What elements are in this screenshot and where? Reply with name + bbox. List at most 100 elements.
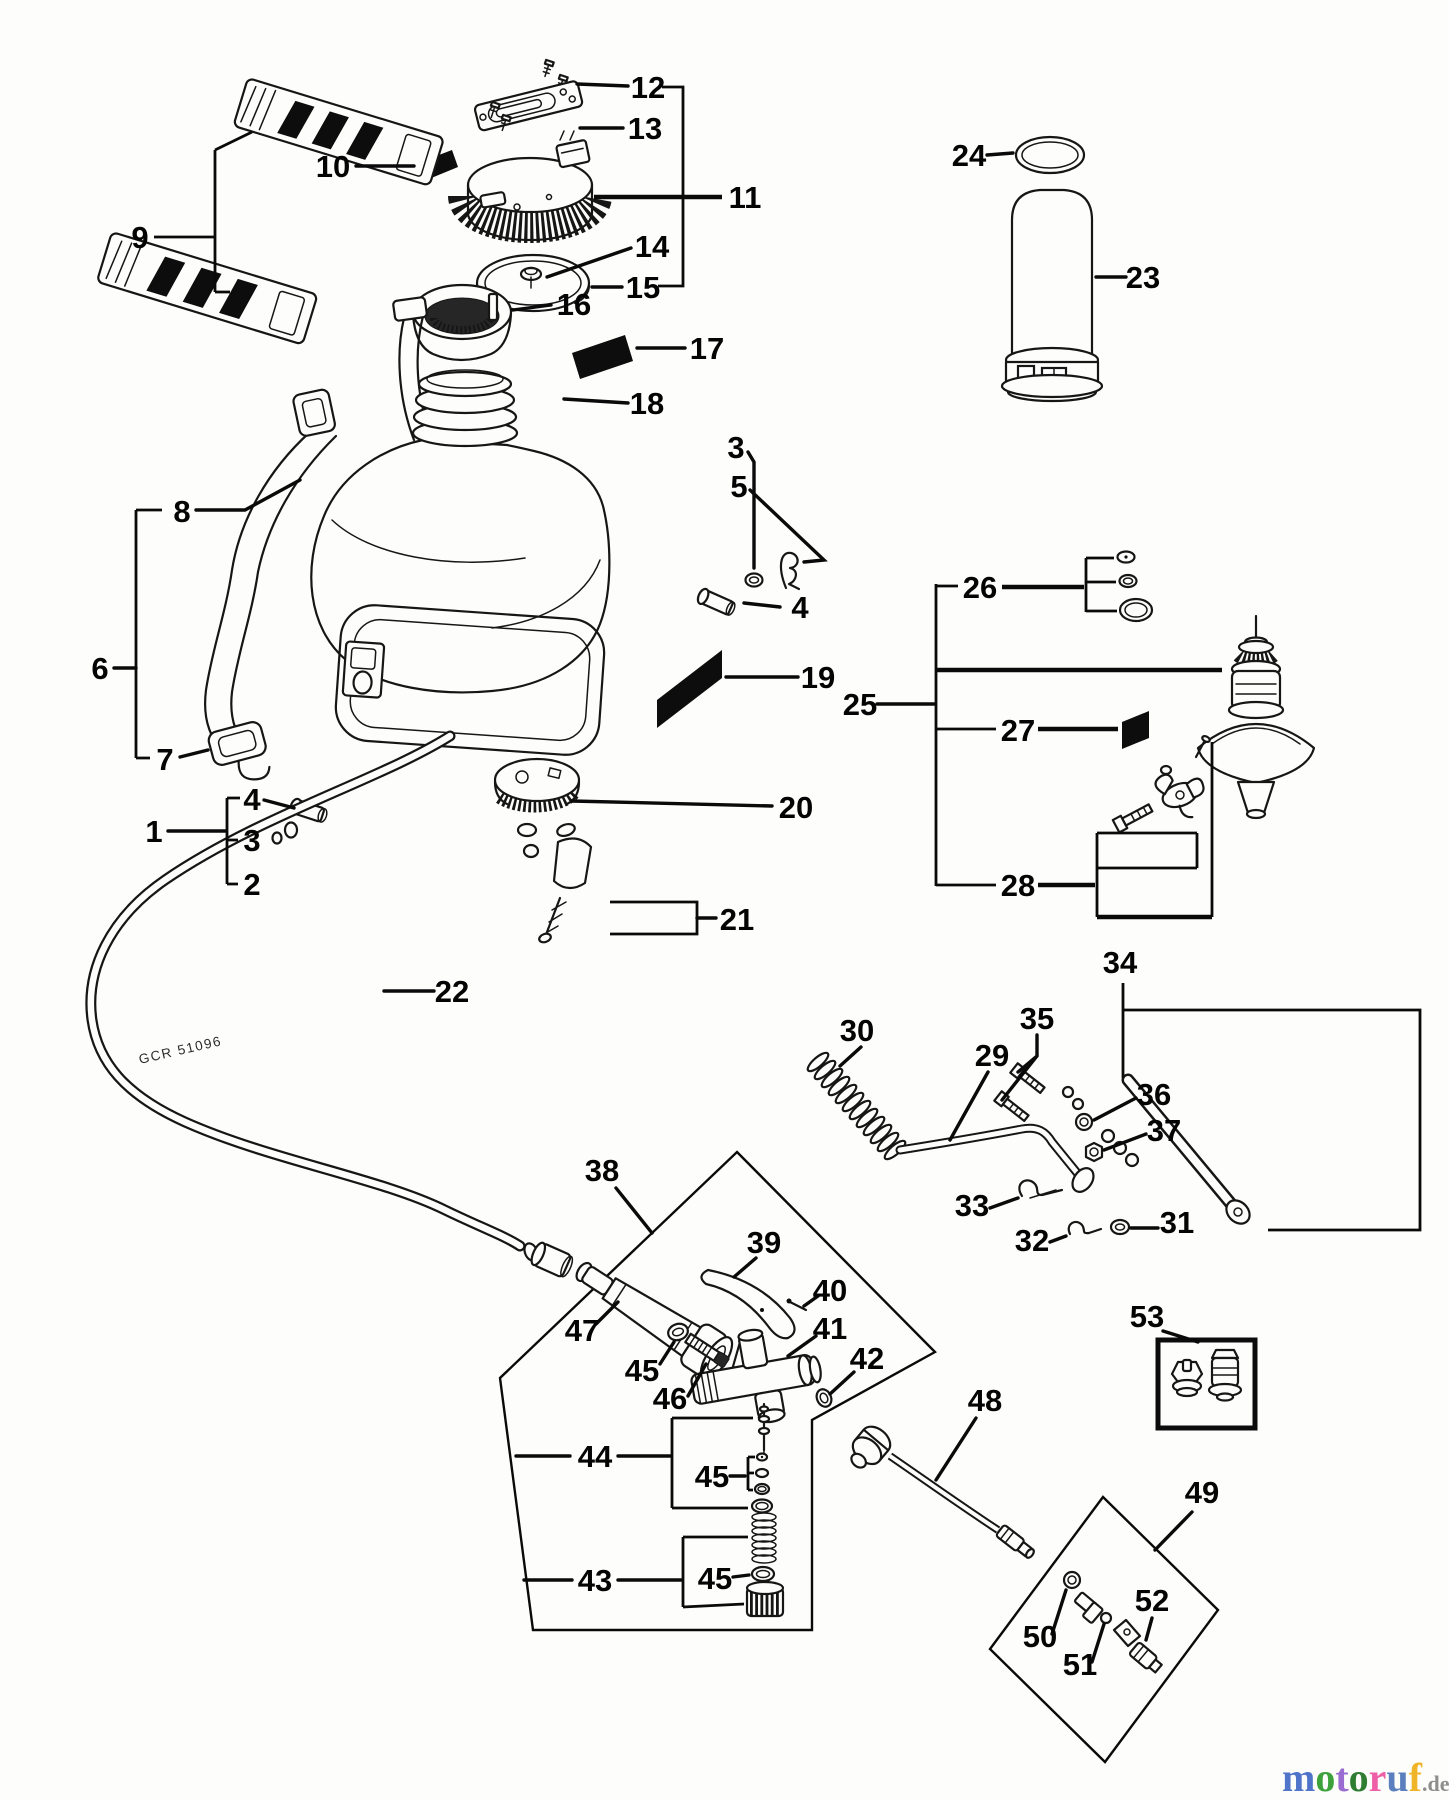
callout-51: 51 bbox=[1063, 1622, 1106, 1682]
part-strap-6 bbox=[204, 388, 338, 781]
svg-text:45: 45 bbox=[625, 1353, 659, 1388]
svg-text:21: 21 bbox=[720, 902, 754, 937]
part-oring-31 bbox=[1109, 1218, 1131, 1236]
svg-text:1: 1 bbox=[145, 814, 162, 849]
svg-text:53: 53 bbox=[1130, 1299, 1164, 1334]
callout-19: 19 bbox=[724, 660, 835, 695]
part-nut-50 bbox=[1062, 1570, 1082, 1590]
svg-text:7: 7 bbox=[156, 742, 173, 777]
svg-text:9: 9 bbox=[131, 220, 148, 255]
part-label-27 bbox=[1122, 711, 1149, 749]
svg-text:25: 25 bbox=[843, 687, 877, 722]
part-rclip-5 bbox=[779, 551, 801, 591]
svg-text:41: 41 bbox=[813, 1311, 847, 1346]
part-base-frame bbox=[334, 604, 606, 756]
svg-text:6: 6 bbox=[91, 651, 108, 686]
svg-text:52: 52 bbox=[1135, 1583, 1169, 1618]
part-fan-nozzle-53a bbox=[1170, 1358, 1204, 1398]
svg-text:38: 38 bbox=[585, 1153, 619, 1188]
callout-44-group: 44 45 bbox=[514, 1416, 755, 1510]
callout-17: 17 bbox=[635, 331, 724, 366]
svg-text:50: 50 bbox=[1023, 1619, 1057, 1654]
svg-text:4: 4 bbox=[791, 590, 809, 625]
callout-15: 15 bbox=[590, 270, 660, 305]
part-strap-clip-8 bbox=[292, 388, 336, 437]
svg-text:8: 8 bbox=[173, 494, 190, 529]
part-26-seals bbox=[1116, 550, 1154, 623]
callout-9: 9 bbox=[131, 130, 253, 294]
callout-47: 47 bbox=[565, 1300, 620, 1348]
part-washer-42 bbox=[815, 1388, 833, 1408]
bracket-12-15 bbox=[658, 85, 685, 288]
part-28-agitator bbox=[1111, 735, 1211, 834]
callout-5: 5 bbox=[730, 469, 828, 564]
svg-text:10: 10 bbox=[316, 149, 350, 184]
callout-20: 20 bbox=[570, 790, 813, 825]
svg-text:51: 51 bbox=[1063, 1647, 1097, 1682]
callout-8: 8 bbox=[173, 478, 302, 529]
part-stem-46 bbox=[684, 1332, 730, 1368]
part-screws-13 bbox=[489, 100, 512, 132]
callout-45a: 45 bbox=[625, 1340, 676, 1388]
svg-text:47: 47 bbox=[565, 1313, 599, 1348]
part-cap-43 bbox=[745, 1580, 785, 1618]
callout-41: 41 bbox=[786, 1311, 847, 1358]
svg-text:49: 49 bbox=[1185, 1475, 1219, 1510]
svg-text:13: 13 bbox=[628, 111, 662, 146]
callout-1-group: 1 4 3 2 bbox=[145, 782, 296, 902]
callout-13: 13 bbox=[578, 111, 662, 146]
svg-text:3: 3 bbox=[727, 430, 744, 465]
callout-36: 36 bbox=[1092, 1077, 1171, 1122]
svg-text:30: 30 bbox=[840, 1013, 874, 1048]
svg-text:48: 48 bbox=[968, 1383, 1002, 1418]
callout-48: 48 bbox=[934, 1383, 1002, 1482]
svg-text:45: 45 bbox=[695, 1459, 729, 1494]
svg-text:37: 37 bbox=[1147, 1113, 1181, 1148]
part-elbow-51 bbox=[1074, 1591, 1113, 1625]
svg-text:17: 17 bbox=[690, 331, 724, 366]
svg-text:3: 3 bbox=[243, 823, 260, 858]
callout-37: 37 bbox=[1102, 1113, 1181, 1152]
callout-23: 23 bbox=[1094, 260, 1160, 295]
part-pin-40 bbox=[786, 1298, 808, 1312]
callout-3b: 3 bbox=[727, 430, 756, 570]
svg-text:19: 19 bbox=[801, 660, 835, 695]
nozzle-kit-box-49 bbox=[988, 1495, 1220, 1764]
callout-10: 10 bbox=[316, 149, 416, 184]
svg-text:2: 2 bbox=[243, 867, 260, 902]
part-seals-45b bbox=[750, 1452, 774, 1514]
part-cylinder-23 bbox=[1000, 188, 1104, 403]
svg-text:33: 33 bbox=[955, 1188, 989, 1223]
part-nut-37 bbox=[1084, 1128, 1140, 1168]
part-strap-clip-7 bbox=[207, 721, 271, 781]
svg-text:motoruf.de: motoruf.de bbox=[1282, 1755, 1449, 1800]
svg-text:20: 20 bbox=[779, 790, 813, 825]
part-strainer-cup-16 bbox=[411, 283, 513, 362]
svg-text:42: 42 bbox=[850, 1341, 884, 1376]
part-elbow-21 bbox=[538, 822, 593, 944]
part-oring-3b bbox=[744, 572, 764, 588]
svg-text:16: 16 bbox=[557, 287, 591, 322]
part-cone-nozzle-53b bbox=[1207, 1348, 1243, 1402]
svg-text:34: 34 bbox=[1103, 945, 1138, 980]
part-oring-24 bbox=[1014, 135, 1086, 175]
callout-34: 34 bbox=[1103, 945, 1422, 1232]
part-valve-25 bbox=[1196, 614, 1316, 820]
part-clamp-52 bbox=[1112, 1618, 1163, 1674]
part-grip-coil-30 bbox=[806, 1051, 907, 1161]
part-spring-43 bbox=[751, 1512, 777, 1564]
part-shoulder-pad-9b bbox=[97, 232, 318, 345]
callout-31: 31 bbox=[1129, 1205, 1194, 1240]
part-hose-22 bbox=[85, 730, 574, 1278]
callout-29: 29 bbox=[948, 1038, 1009, 1142]
part-oring-45a bbox=[667, 1322, 689, 1342]
svg-text:12: 12 bbox=[631, 70, 665, 105]
part-rpin-32 bbox=[1067, 1220, 1103, 1236]
callout-12: 12 bbox=[575, 70, 665, 105]
part-rpin-33 bbox=[1018, 1179, 1064, 1199]
svg-text:36: 36 bbox=[1137, 1077, 1171, 1112]
callout-14: 14 bbox=[545, 229, 670, 279]
part-wand-48 bbox=[850, 1425, 1035, 1559]
part-pin-4b bbox=[696, 587, 736, 616]
